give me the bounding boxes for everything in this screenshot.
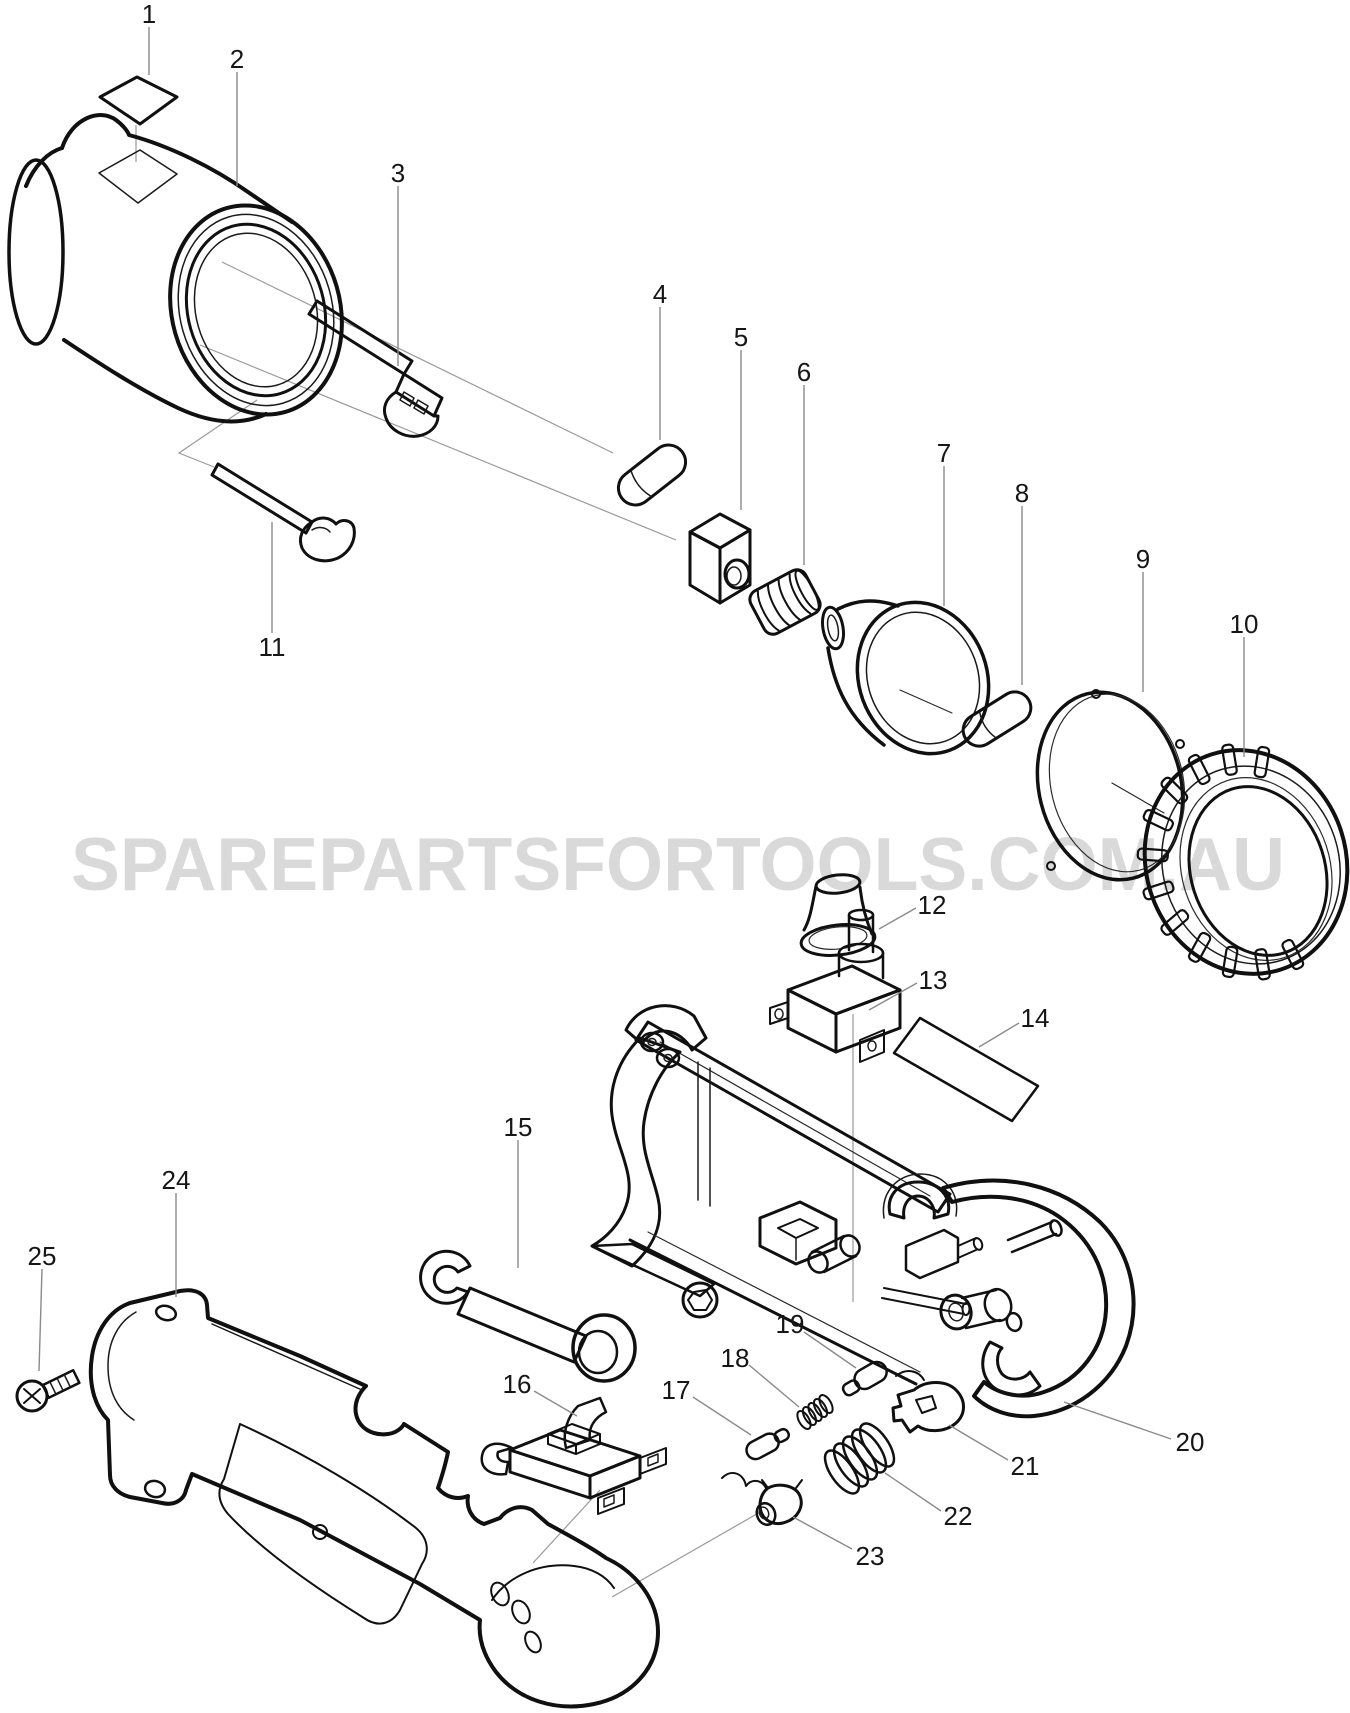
- part-4-bulb: [616, 443, 688, 507]
- leader-line-16: [533, 1390, 578, 1417]
- part-label-6: 6: [797, 357, 811, 387]
- part-label-20: 20: [1176, 1427, 1205, 1457]
- leader-line-21: [948, 1424, 1009, 1461]
- bezel-rib: [1254, 948, 1271, 981]
- bezel-rib: [1160, 909, 1190, 936]
- part-10-bezel-ring: [1136, 743, 1350, 981]
- bezel-rib: [1142, 809, 1174, 832]
- part-7-reflector: [820, 599, 991, 756]
- leader-line-18: [748, 1364, 800, 1408]
- leader-line-20: [1063, 1401, 1172, 1440]
- part-label-17: 17: [662, 1375, 691, 1405]
- bezel-ring-ribs: [1136, 743, 1305, 981]
- bezel-rib: [1253, 745, 1271, 779]
- part-label-3: 3: [391, 158, 405, 188]
- part-1-label-sticker: [98, 75, 179, 126]
- part-label-4: 4: [653, 279, 667, 309]
- part-label-24: 24: [162, 1165, 191, 1195]
- part-25-screw: [15, 1369, 81, 1413]
- part-5-socket-block: [688, 512, 752, 605]
- part-23-grommet: [721, 1471, 803, 1527]
- bezel-rib: [1187, 931, 1212, 963]
- part-20-housing-right: [939, 1178, 1136, 1419]
- leader-lines: [38, 27, 1245, 1550]
- part-8-bulb: [961, 690, 1033, 748]
- part-label-13: 13: [919, 965, 948, 995]
- part-label-18: 18: [721, 1343, 750, 1373]
- part-label-12: 12: [918, 890, 947, 920]
- part-3-bracket: [307, 299, 444, 438]
- bezel-rib: [1221, 945, 1239, 979]
- line-art: [7, 75, 1350, 1709]
- part-label-1: 1: [142, 0, 156, 29]
- leader-line-12: [878, 907, 917, 930]
- part-15-latch-lever: [419, 1249, 637, 1383]
- part-label-25: 25: [28, 1241, 57, 1271]
- bezel-rib: [1136, 847, 1169, 863]
- part-22-coil-spring: [823, 1422, 896, 1495]
- bezel-rib: [1281, 938, 1305, 971]
- leader-line-25: [38, 1268, 43, 1372]
- part-13-switch: [769, 908, 902, 1063]
- part-label-14: 14: [1021, 1003, 1050, 1033]
- bezel-rib: [1221, 743, 1238, 776]
- leader-line-22: [884, 1472, 942, 1512]
- part-16-switch-assembly: [480, 1396, 667, 1515]
- part-label-9: 9: [1136, 544, 1150, 574]
- bezel-rib: [1160, 776, 1189, 805]
- part-label-16: 16: [503, 1369, 532, 1399]
- part-label-15: 15: [504, 1112, 533, 1142]
- part-19-pin: [841, 1360, 888, 1397]
- leader-line-13: [868, 982, 918, 1011]
- leader-line-19: [803, 1331, 857, 1369]
- part-label-19: 19: [776, 1309, 805, 1339]
- part-label-23: 23: [856, 1541, 885, 1571]
- part-label-22: 22: [944, 1501, 973, 1531]
- chassis-frame: [590, 1004, 984, 1386]
- part-14-label-sticker: [892, 1016, 1040, 1123]
- part-label-7: 7: [937, 438, 951, 468]
- part-24-housing-left: [88, 1288, 660, 1709]
- part-label-2: 2: [230, 44, 244, 74]
- part-label-5: 5: [734, 322, 748, 352]
- part-21-clip: [891, 1370, 965, 1434]
- part-2-head-housing: [7, 113, 344, 424]
- watermark: SPAREPARTSFORTOOLS.COM.AU: [71, 822, 1285, 906]
- leader-line-17: [692, 1396, 752, 1436]
- part-17-pin: [745, 1427, 791, 1461]
- part-label-21: 21: [1011, 1451, 1040, 1481]
- part-label-10: 10: [1230, 609, 1259, 639]
- part-label-11: 11: [259, 632, 286, 662]
- part-18-small-spring: [796, 1393, 834, 1431]
- leader-line-23: [792, 1516, 853, 1550]
- bezel-rib: [1187, 753, 1211, 786]
- leader-line-14: [978, 1022, 1020, 1048]
- part-12-rubber-cap: [799, 873, 877, 957]
- part-11-bracket: [210, 462, 356, 563]
- part-label-8: 8: [1015, 478, 1029, 508]
- part-6-threaded-base: [748, 568, 822, 636]
- bezel-rib: [1142, 880, 1175, 901]
